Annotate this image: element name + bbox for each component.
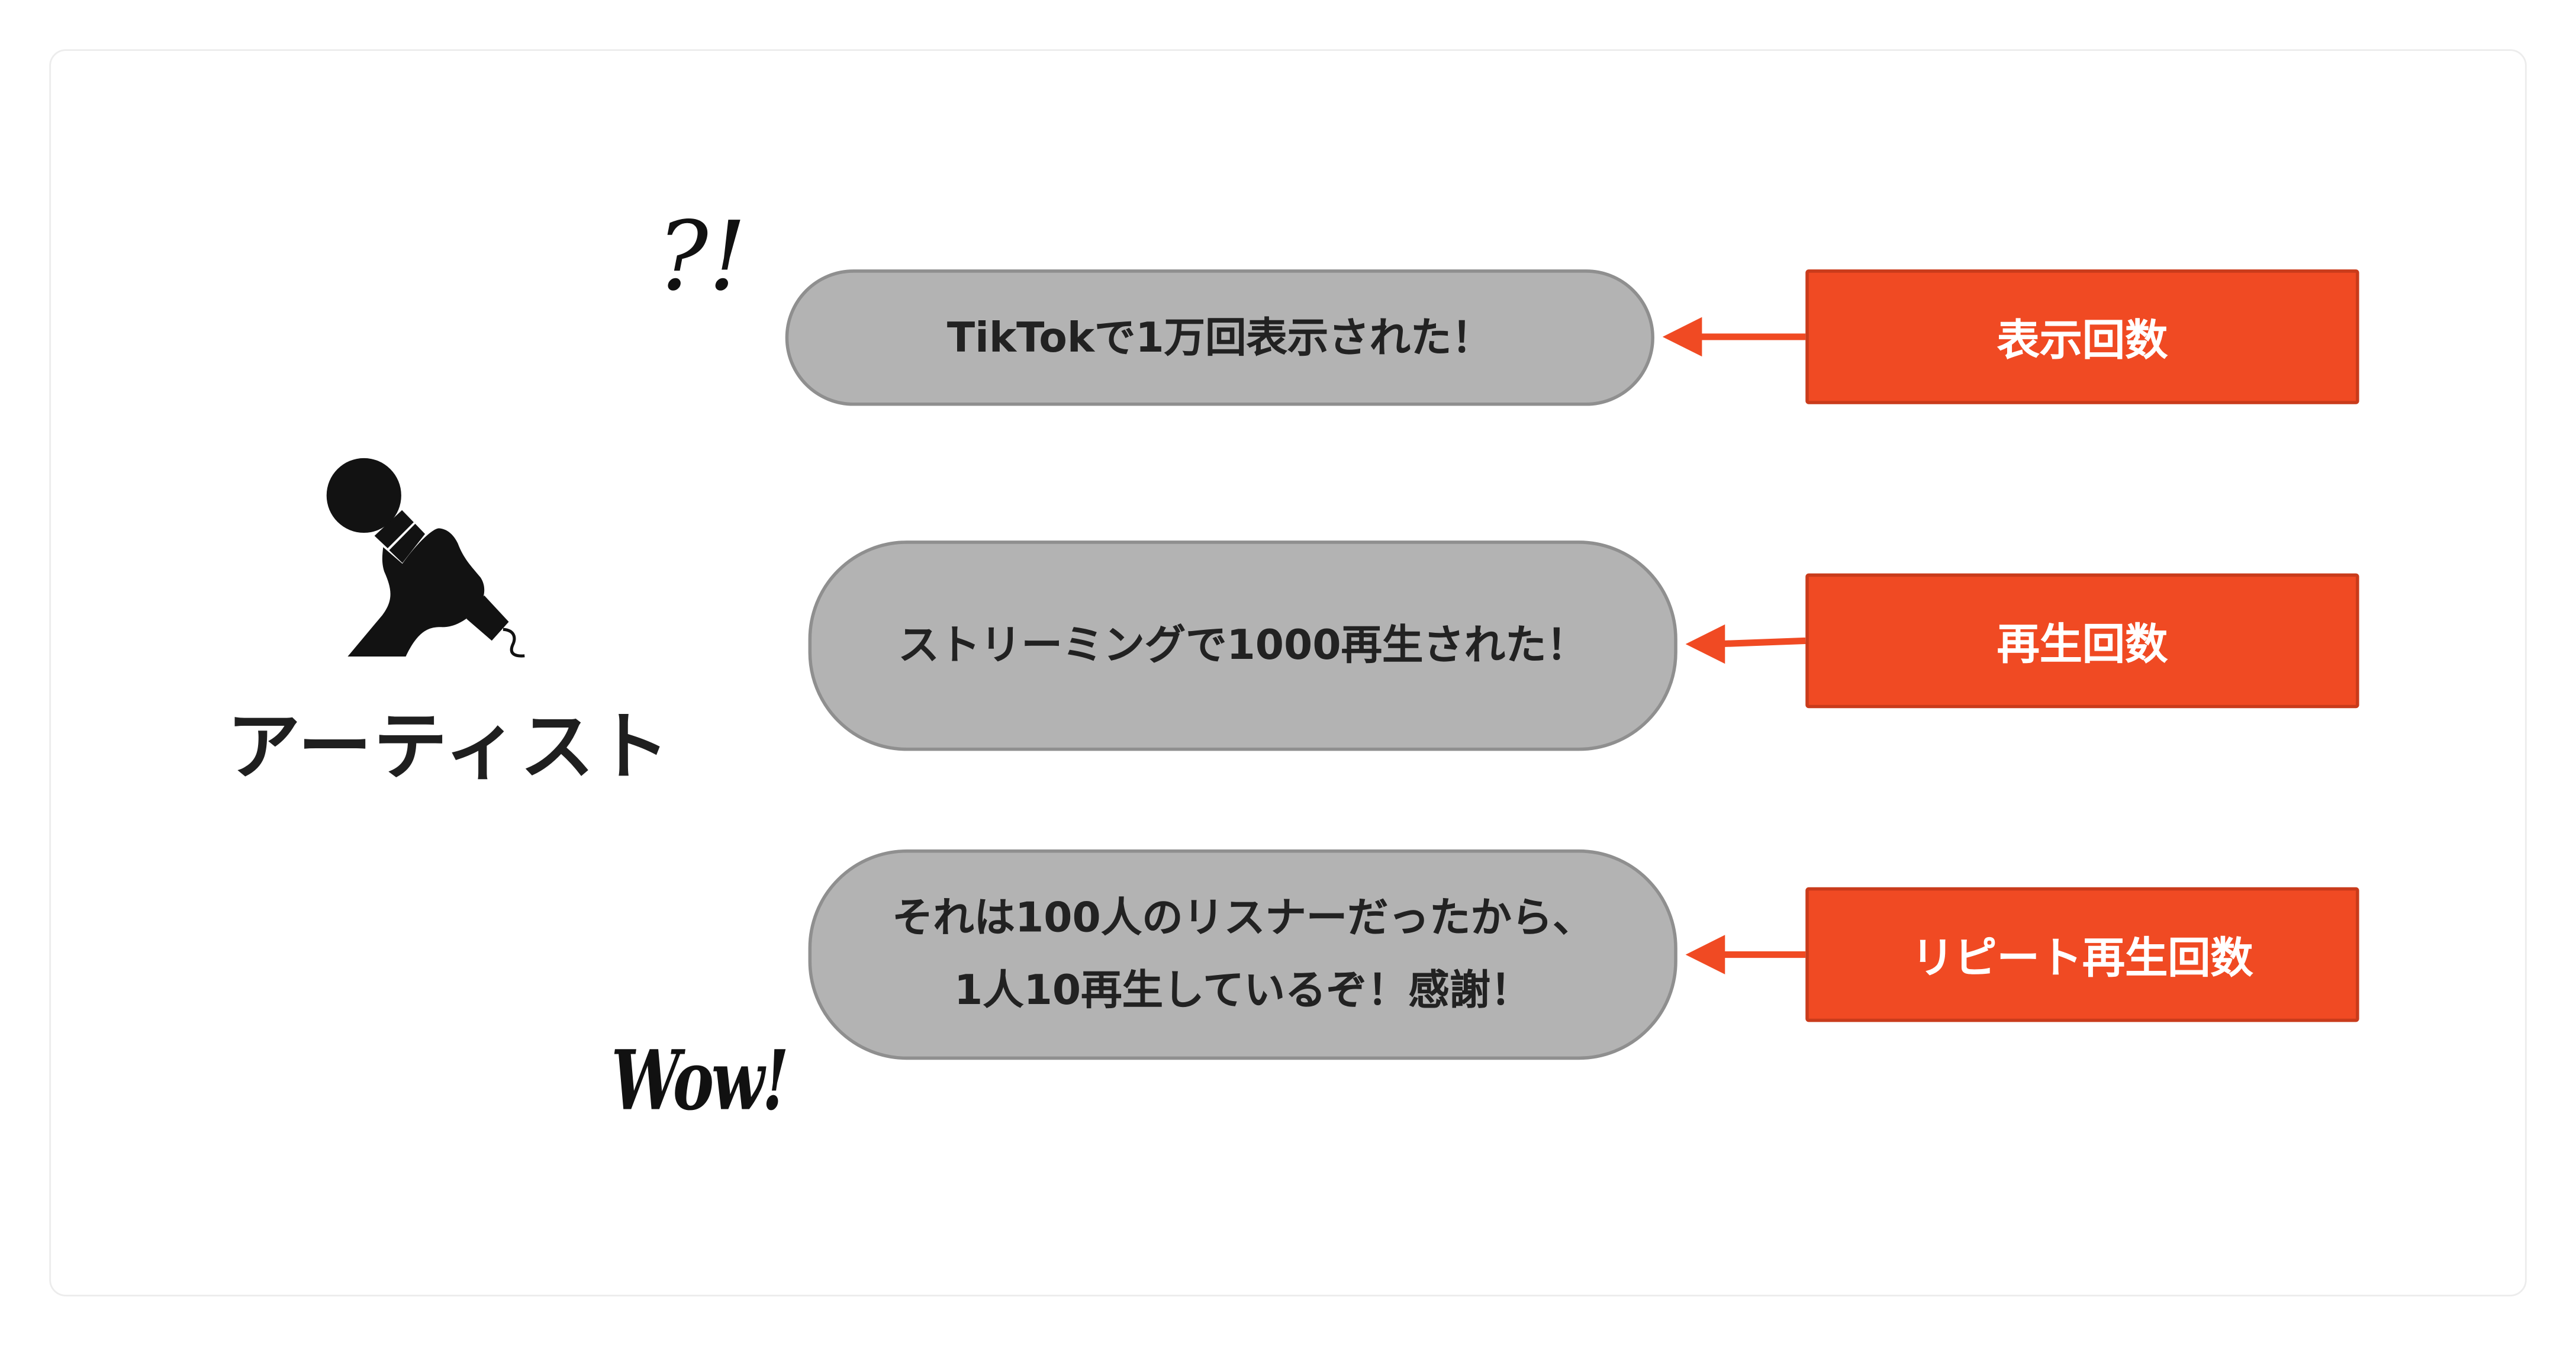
exclamation-question: ?! — [657, 200, 747, 313]
metric-label: リピート再生回数 — [1911, 934, 2253, 984]
speech-bubble-streams: ストリーミングで1000再生された！ — [808, 540, 1677, 751]
bubble-text: TikTokで1万回表示された！ — [946, 313, 1493, 361]
bubble-text-line1: それは100人のリスナーだったから、 — [891, 893, 1594, 942]
metric-plays: 再生回数 — [1805, 573, 2359, 709]
bubble-text: ストリーミングで1000再生された！ — [898, 621, 1588, 669]
arrow-views — [1662, 317, 1806, 357]
arrow-streams — [1685, 624, 1806, 664]
arrow-repeats — [1685, 935, 1806, 974]
microphone-icon — [326, 458, 525, 658]
metric-repeat-plays: リピート再生回数 — [1805, 887, 2359, 1022]
exclamation-wow: Wow! — [611, 1032, 789, 1129]
artist-label: アーティスト — [227, 703, 672, 791]
speech-bubble-listeners: それは100人のリスナーだったから、 1人10再生しているぞ！感謝！ — [808, 849, 1677, 1060]
metric-label: 再生回数 — [1997, 620, 2168, 670]
speech-bubble-views: TikTokで1万回表示された！ — [785, 269, 1654, 406]
metric-label: 表示回数 — [1997, 316, 2168, 366]
metric-views: 表示回数 — [1805, 269, 2359, 404]
bubble-text-line2: 1人10再生しているぞ！感謝！ — [954, 966, 1532, 1014]
